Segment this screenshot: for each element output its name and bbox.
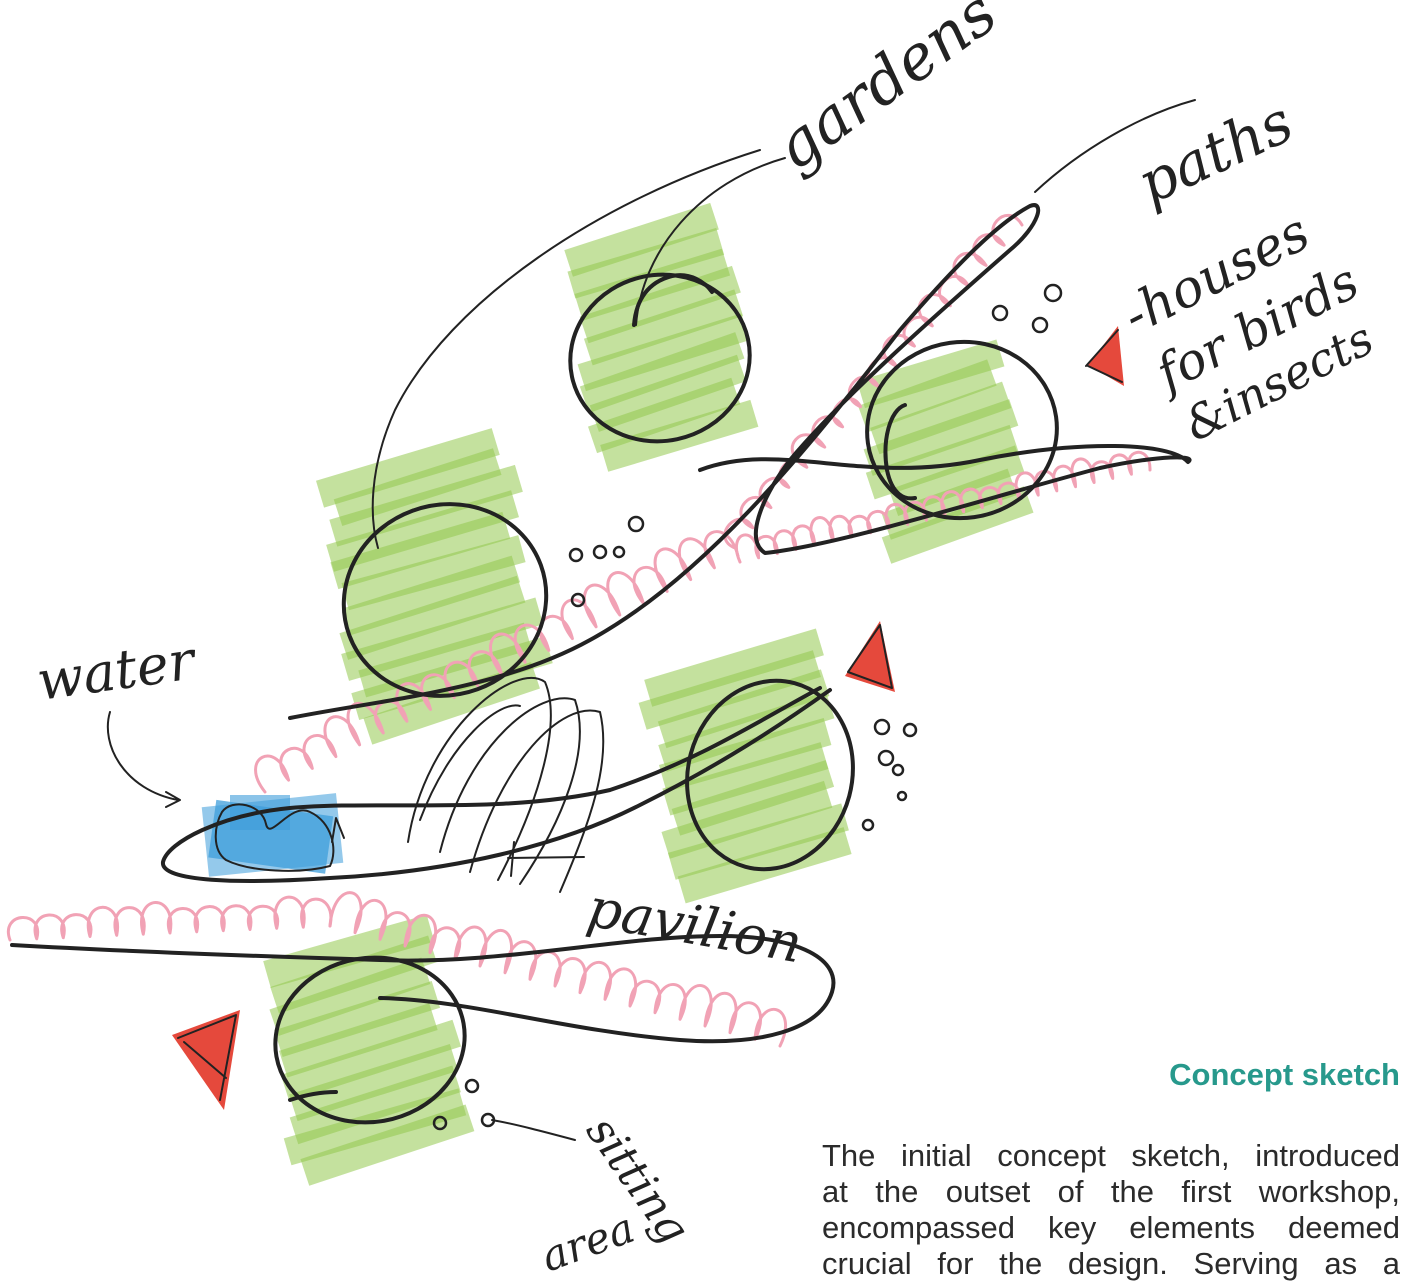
stones-top-right bbox=[993, 285, 1061, 332]
garden-patch-bottom bbox=[254, 927, 476, 1175]
stone bbox=[904, 724, 916, 736]
stone bbox=[1045, 285, 1061, 301]
label-paths: paths bbox=[1127, 88, 1303, 218]
stone bbox=[466, 1080, 478, 1092]
garden-patches bbox=[254, 214, 1034, 1175]
body-line: The initial concept sketch, introduced bbox=[822, 1138, 1400, 1174]
caption-body: The initial concept sketch, introduced a… bbox=[822, 1138, 1400, 1282]
body-line: crucial for the design. Serving as a bbox=[822, 1246, 1400, 1282]
stone bbox=[993, 306, 1007, 320]
label-gardens: gardens bbox=[761, 0, 1010, 184]
stone bbox=[875, 720, 889, 734]
stones-middle-right bbox=[863, 720, 916, 830]
sitting-area-leader-line bbox=[492, 1120, 575, 1140]
stone bbox=[614, 547, 624, 557]
stone bbox=[594, 546, 606, 558]
garden-patch-right bbox=[851, 352, 1033, 551]
stone bbox=[893, 765, 903, 775]
stone bbox=[570, 549, 582, 561]
label-water: water bbox=[33, 628, 201, 713]
birdhouse-fill bbox=[845, 621, 895, 692]
birdhouse-middle bbox=[845, 621, 895, 692]
stone bbox=[898, 792, 906, 800]
label-sitting-line2: area bbox=[535, 1203, 641, 1282]
stone bbox=[629, 517, 643, 531]
birdhouse-top-right bbox=[1086, 326, 1124, 386]
stone bbox=[1033, 318, 1047, 332]
body-line: at the outset of the first workshop, bbox=[822, 1174, 1400, 1210]
water-arrow bbox=[108, 712, 180, 807]
stone bbox=[879, 751, 893, 765]
stone bbox=[863, 820, 873, 830]
caption-heading: Concept sketch bbox=[1169, 1057, 1400, 1093]
body-line: encompassed key elements deemed bbox=[822, 1210, 1400, 1246]
birdhouse-bottom-left bbox=[172, 1010, 240, 1110]
garden-patch-middle-left bbox=[311, 439, 558, 734]
path-scribble-bottom-left bbox=[8, 897, 331, 940]
birdhouse-fill bbox=[1088, 326, 1124, 386]
